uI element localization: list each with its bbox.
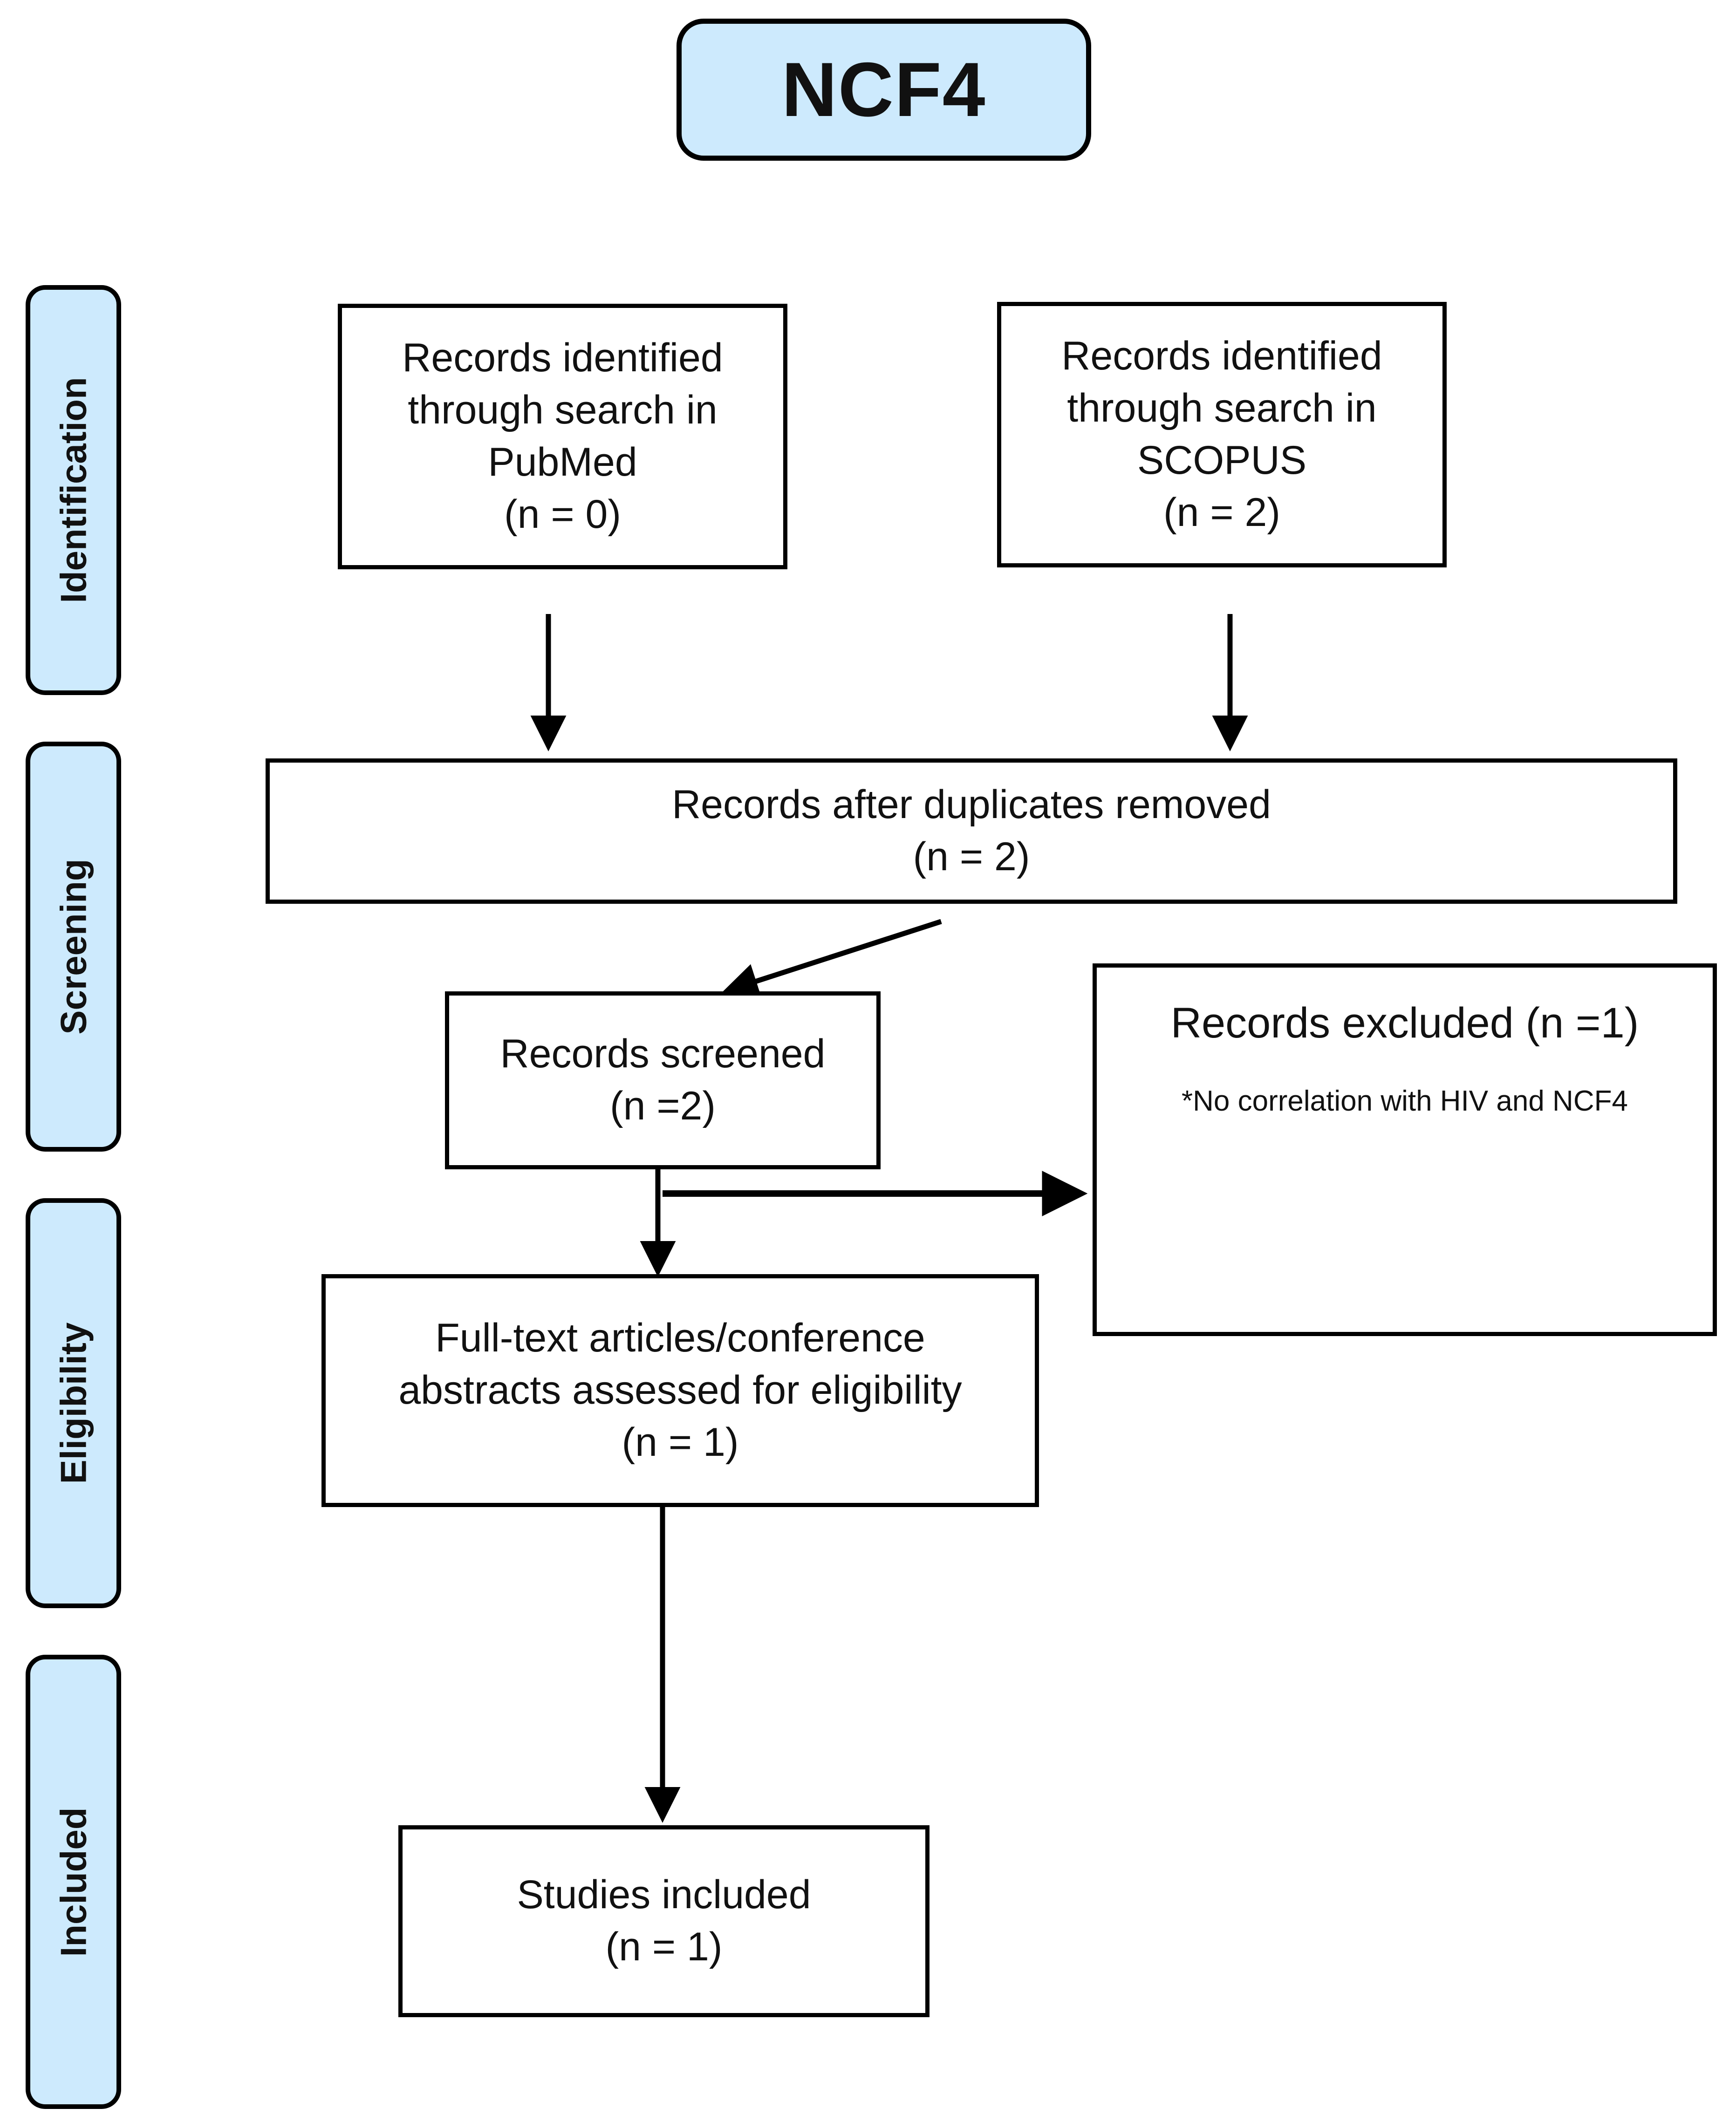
stage-pill-identification: Identification	[26, 285, 121, 695]
pubmed-line-1: Records identified	[402, 335, 723, 381]
included-count: (n = 1)	[605, 1924, 723, 1969]
pubmed-count: (n = 0)	[504, 491, 621, 537]
scopus-line-2: through search in	[1067, 386, 1377, 431]
box-records-after-duplicates-removed: Records after duplicates removed (n = 2)	[266, 758, 1677, 904]
pubmed-line-2: through search in	[408, 388, 718, 433]
stage-label-screening: Screening	[53, 859, 94, 1035]
duplicates-count: (n = 2)	[913, 834, 1030, 879]
box-fulltext-assessed-for-eligibility: Full-text articles/conference abstracts …	[321, 1274, 1039, 1507]
stage-label-eligibility: Eligibility	[53, 1322, 94, 1484]
excluded-note: *No correlation with HIV and NCF4	[1182, 1085, 1628, 1117]
box-records-screened: Records screened (n =2)	[445, 991, 881, 1169]
stage-pill-included: Included	[26, 1655, 121, 2109]
pubmed-line-3: PubMed	[488, 440, 637, 484]
box-records-identified-scopus: Records identified through search in SCO…	[997, 302, 1447, 567]
stage-label-included: Included	[53, 1807, 94, 1957]
stage-pill-screening: Screening	[26, 742, 121, 1152]
arrow-duplicates-to-screened	[722, 919, 942, 998]
scopus-line-3: SCOPUS	[1137, 438, 1307, 483]
scopus-count: (n = 2)	[1163, 490, 1280, 535]
fulltext-line-2: abstracts assessed for eligibility	[398, 1368, 962, 1413]
box-records-excluded: Records excluded (n =1) *No correlation …	[1093, 963, 1717, 1336]
box-records-identified-pubmed: Records identified through search in Pub…	[338, 304, 787, 569]
screened-count: (n =2)	[609, 1084, 716, 1128]
diagram-title-pill: NCF4	[677, 19, 1091, 161]
scopus-line-1: Records identified	[1061, 334, 1382, 379]
included-line-1: Studies included	[517, 1872, 811, 1917]
stage-label-identification: Identification	[53, 377, 94, 603]
box-studies-included: Studies included (n = 1)	[398, 1825, 930, 2017]
page-title: NCF4	[781, 47, 986, 132]
duplicates-line-1: Records after duplicates removed	[672, 782, 1271, 827]
excluded-line-1: Records excluded (n =1)	[1170, 999, 1639, 1047]
fulltext-line-1: Full-text articles/conference	[435, 1316, 925, 1361]
screened-line-1: Records screened	[500, 1031, 826, 1077]
fulltext-count: (n = 1)	[622, 1419, 739, 1465]
stage-pill-eligibility: Eligibility	[26, 1198, 121, 1608]
